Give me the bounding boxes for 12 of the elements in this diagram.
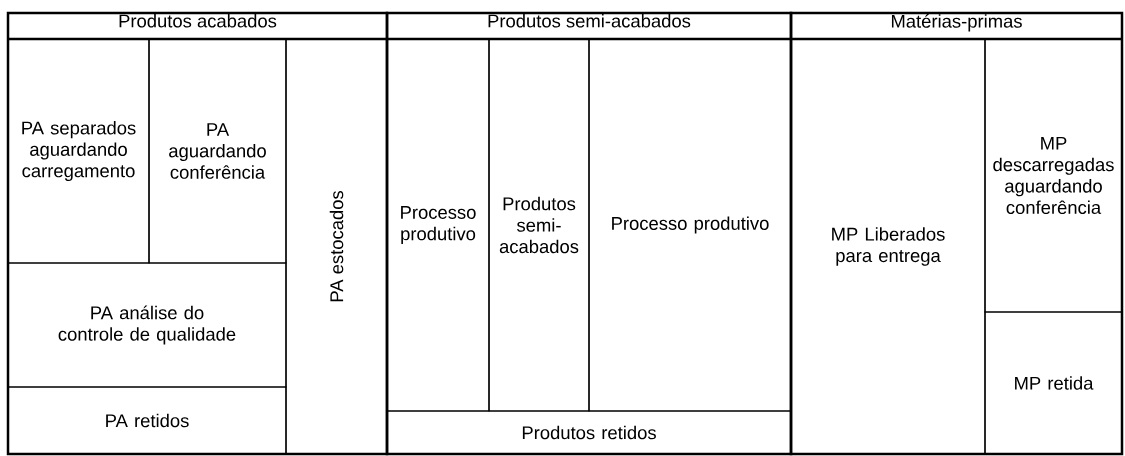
zone-box: PA estocados bbox=[285, 38, 388, 455]
zone-box: PA aguardando conferência bbox=[148, 38, 287, 264]
zone-box: Produtos semi-acabados bbox=[488, 38, 590, 412]
zone-box: PA análise do controle de qualidade bbox=[7, 262, 287, 388]
zone-box: Produtos retidos bbox=[386, 410, 792, 455]
zone-box: MP Liberados para entrega bbox=[790, 38, 986, 455]
zone-box: Processo produtivo bbox=[588, 38, 792, 412]
zone-box: PA separados aguardando carregamento bbox=[7, 38, 150, 264]
zone-box: MP retida bbox=[984, 311, 1123, 455]
zone-box: PA retidos bbox=[7, 386, 287, 455]
zone-box: Processo produtivo bbox=[386, 38, 490, 412]
zone-box: MP descarregadas aguardando conferência bbox=[984, 38, 1123, 313]
